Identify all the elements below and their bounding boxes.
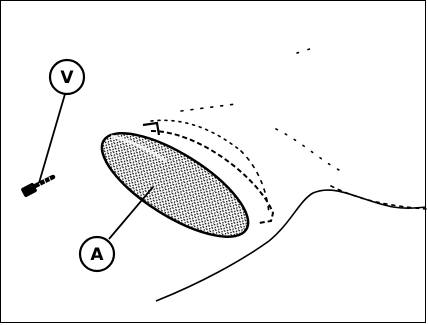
callout-v: V [48, 58, 86, 96]
callout-a: A [78, 235, 116, 273]
bumper-curve [155, 189, 427, 302]
callout-v-label: V [60, 68, 74, 88]
leader-line-v [38, 93, 66, 184]
screw-icon [21, 174, 56, 197]
lamp-lens-icon [100, 132, 250, 238]
callout-a-label: A [90, 245, 104, 265]
lamp-housing [142, 121, 275, 224]
leader-line-a [108, 186, 154, 240]
